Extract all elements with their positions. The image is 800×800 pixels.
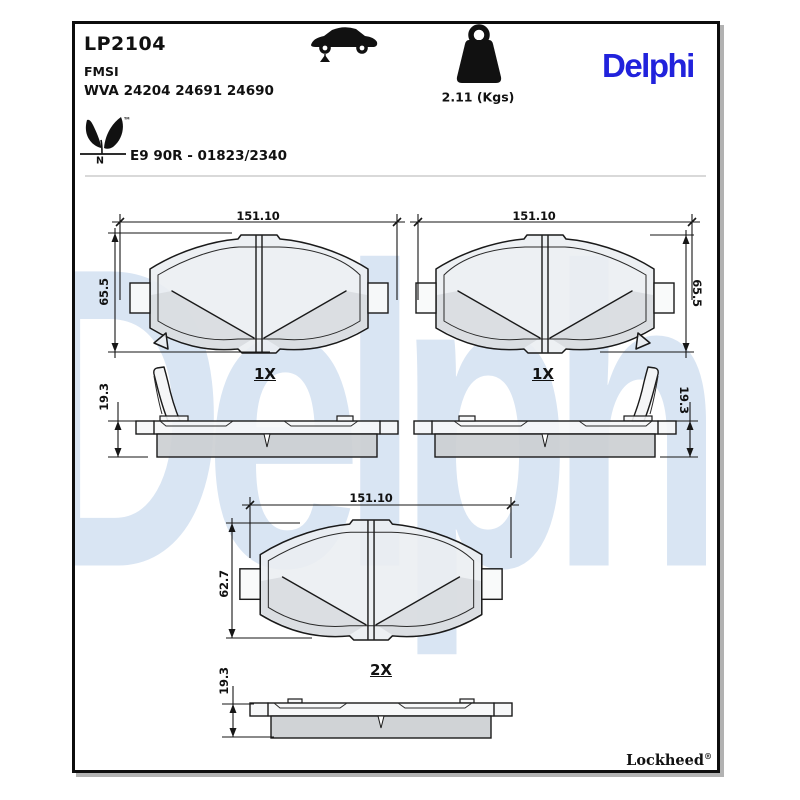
lockheed-brand: Lockheed® (626, 751, 712, 769)
friction-slot (377, 715, 385, 729)
dim-height-top-right: 65.5 (690, 279, 704, 307)
spring-clip (631, 366, 659, 422)
center-slot-lines (255, 235, 263, 353)
dim-width-top-left: 151.10 (236, 209, 280, 223)
qty-label-top-left: 1X (253, 365, 277, 383)
wva-numbers: WVA 24204 24691 24690 (84, 83, 274, 99)
qty-label-top-right: 1X (531, 365, 555, 383)
bottom-tab (153, 332, 169, 350)
part-number: LP2104 (84, 33, 166, 55)
chamfer-lines (457, 290, 633, 339)
page-border (72, 21, 720, 773)
eco-letter: N (96, 155, 104, 167)
dim-height-top-left: 65.5 (97, 278, 111, 306)
dim-thickness-mid-right: 19.3 (677, 386, 691, 414)
front-axle-marker-triangle (320, 55, 330, 62)
friction-slot (263, 433, 271, 448)
right-ear-tab (481, 568, 503, 601)
left-ear-tab (239, 568, 261, 601)
side-view-drawing-left (135, 366, 399, 458)
fmsi-label: FMSI (84, 64, 119, 79)
side-view-drawing-right (413, 366, 677, 458)
dim-height-bottom: 62.7 (217, 570, 231, 598)
left-ear-tab (653, 282, 675, 314)
friction-slot (541, 433, 549, 448)
car-front-axle-icon (311, 27, 378, 62)
chamfer-lines (171, 290, 347, 339)
eco-leaf-icon (80, 117, 126, 155)
right-ear-tab (415, 282, 437, 314)
header-divider (85, 175, 706, 177)
delphi-logo: Delphi (602, 47, 695, 84)
front-view-drawing-bottom (239, 519, 503, 641)
lockheed-text: Lockheed (626, 751, 704, 769)
front-view-drawing-top-right (415, 234, 675, 354)
bottom-tab (635, 332, 651, 350)
homologation-text: E9 90R - 01823/2340 (130, 148, 287, 164)
left-ear-tab (129, 282, 151, 314)
dim-width-top-right: 151.10 (512, 209, 556, 223)
qty-label-bottom: 2X (369, 661, 393, 679)
weight-icon (456, 24, 502, 83)
dim-width-bottom: 151.10 (349, 491, 393, 505)
dim-thickness-bottom-side: 19.3 (217, 667, 231, 695)
front-view-drawing-top-left (129, 234, 389, 354)
weight-value: 2.11 (Kgs) (441, 89, 515, 105)
dim-thickness-mid-left: 19.3 (97, 383, 111, 411)
dimension-lines-layer (108, 214, 700, 738)
registered-symbol: ® (704, 751, 712, 762)
center-slot-lines (541, 235, 549, 353)
side-view-drawing-bottom (249, 698, 513, 739)
trademark-symbol: ™ (123, 116, 131, 125)
spring-clip (153, 366, 181, 422)
chamfer-lines (281, 576, 461, 626)
right-ear-tab (367, 282, 389, 314)
center-slot-lines (367, 520, 375, 640)
